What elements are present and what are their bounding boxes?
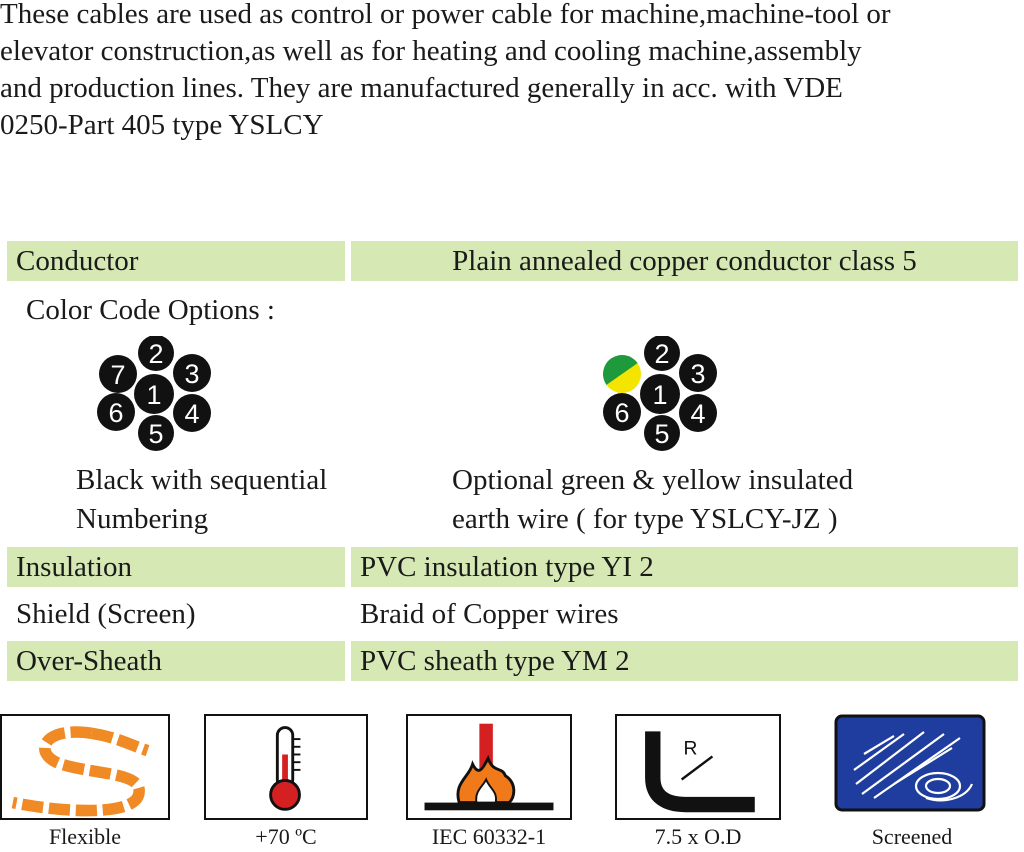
caption-line: Black with sequential [76,464,328,496]
screened-caption: Screened [871,824,953,849]
conductor-row: Conductor Plain annealed copper conducto… [7,241,1018,281]
core-1-number: 1 [146,380,161,410]
intro-line: elevator construction,as well as for hea… [0,35,862,67]
core-6 [97,393,135,431]
temperature-caption: +70 ºC [255,824,317,849]
core-3-number: 3 [184,359,199,389]
core-2 [138,336,174,371]
caption-line: Optional green & yellow insulated [452,464,854,496]
shield-row: Shield (Screen) Braid of Copper wires [7,594,1018,634]
core-2-number: 2 [654,339,669,369]
flame-icon [406,714,572,820]
intro-line: 0250-Part 405 type YSLCY [0,109,324,141]
insulation-value: PVC insulation type YI 2 [351,547,1018,587]
screened-icon [834,714,986,812]
intro-line: and production lines. They are manufactu… [0,72,843,104]
core-1 [640,374,680,414]
shield-label: Shield (Screen) [16,598,196,630]
caption-line: earth wire ( for type YSLCY-JZ ) [452,503,838,535]
core-4 [679,394,717,432]
core-6 [603,393,641,431]
thermometer-icon [204,714,368,820]
core-5-number: 5 [654,419,669,449]
core-1-number: 1 [652,380,667,410]
flexible-caption: Flexible [48,824,122,849]
shield-value: Braid of Copper wires [360,598,619,630]
conductor-label: Conductor [7,241,345,281]
core-7-number: 7 [110,360,125,390]
flexible-icon [0,714,170,820]
core-3 [173,354,211,392]
flame-caption: IEC 60332-1 [431,824,547,849]
radius-symbol: R [684,738,698,759]
intro-line: These cables are used as control or powe… [0,0,891,30]
core-5-number: 5 [148,419,163,449]
sheath-label: Over-Sheath [7,641,345,681]
core-3-number: 3 [690,359,705,389]
core-1 [134,374,174,414]
core-7 [99,355,137,393]
core-6-number: 6 [614,398,629,428]
caption-line: Numbering [76,503,209,535]
black-cores-diagram: 1 2 3 4 5 6 7 [97,336,211,451]
insulation-row: Insulation PVC insulation type YI 2 [7,547,1018,587]
core-5 [644,415,680,451]
earth-cores-diagram: 1 2 3 4 5 6 [600,336,717,451]
bend-radius-icon: R [615,714,781,820]
core-2 [644,336,680,371]
sheath-value: PVC sheath type YM 2 [351,641,1018,681]
core-4-number: 4 [690,399,705,429]
intro-paragraph: These cables are used as control or powe… [0,0,1018,144]
core-2-number: 2 [148,339,163,369]
core-4-number: 4 [184,399,199,429]
earth-option-caption: Optional green & yellow insulated earth … [452,461,853,539]
insulation-label: Insulation [7,547,345,587]
core-3 [679,354,717,392]
conductor-value: Plain annealed copper conductor class 5 [351,241,1018,281]
core-5 [138,415,174,451]
core-4 [173,394,211,432]
black-option-caption: Black with sequential Numbering [76,461,327,539]
bend-radius-caption: 7.5 x O.D [654,824,742,849]
sheath-row: Over-Sheath PVC sheath type YM 2 [7,641,1018,681]
color-code-title: Color Code Options : [26,294,275,326]
core-6-number: 6 [108,398,123,428]
